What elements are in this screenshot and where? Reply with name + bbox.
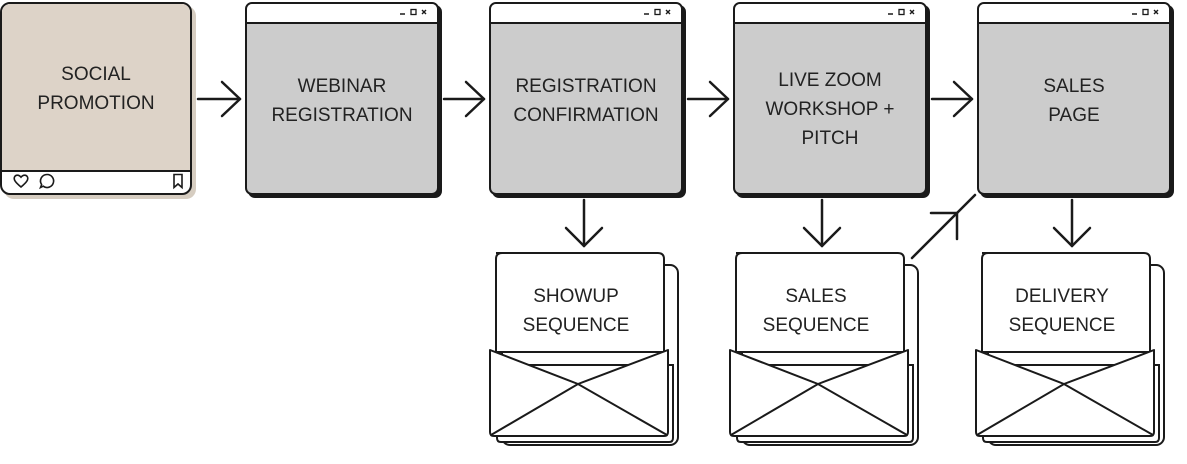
webinar-registration-label: WEBINAR REGISTRATION (247, 72, 437, 130)
arrow-sales-sequence-to-sales-page (910, 193, 977, 260)
live-zoom-workshop-window: LIVE ZOOM WORKSHOP + PITCH (733, 2, 927, 195)
showup-sequence-label: SHOWUP SEQUENCE (488, 282, 664, 340)
label-line: SEQUENCE (1008, 315, 1116, 336)
sales-page-window: SALES PAGE (977, 2, 1171, 195)
sales-sequence-label: SALES SEQUENCE (728, 282, 904, 340)
label-line: REGISTRATION (271, 105, 413, 126)
label-line: SALES (1043, 76, 1105, 97)
social-promotion-card: SOCIAL PROMOTION (0, 2, 192, 195)
label-line: SEQUENCE (522, 315, 630, 336)
window-controls-icon (1132, 8, 1159, 16)
window-titlebar (247, 4, 437, 24)
window-titlebar (491, 4, 681, 24)
comment-icon (39, 173, 55, 190)
window-titlebar (735, 4, 925, 24)
label-line: WEBINAR (297, 76, 387, 97)
arrow-social-to-webinar (196, 80, 242, 118)
window-controls-icon (644, 8, 671, 16)
label-line: DELIVERY (1015, 286, 1109, 307)
window-controls-icon (888, 8, 915, 16)
arrow-confirmation-to-zoom (686, 80, 730, 118)
showup-sequence-email: SHOWUP SEQUENCE (488, 252, 688, 452)
label-line: WORKSHOP + (765, 99, 895, 120)
webinar-registration-window: WEBINAR REGISTRATION (245, 2, 439, 195)
bookmark-icon (173, 173, 183, 190)
label-line: LIVE ZOOM (778, 70, 882, 91)
label-line: PROMOTION (37, 93, 155, 114)
label-line: PITCH (801, 128, 859, 149)
arrow-zoom-to-sales-page (930, 80, 974, 118)
sales-page-label: SALES PAGE (979, 72, 1169, 130)
label-line: SALES (785, 286, 847, 307)
label-line: REGISTRATION (515, 76, 657, 97)
arrow-zoom-to-sales-sequence (802, 198, 842, 248)
label-line: CONFIRMATION (513, 105, 659, 126)
registration-confirmation-label: REGISTRATION CONFIRMATION (491, 72, 681, 130)
window-titlebar (979, 4, 1169, 24)
heart-icon (13, 174, 29, 189)
arrow-sales-page-to-delivery (1052, 198, 1092, 248)
envelope-icon (729, 252, 919, 446)
social-promotion-label: SOCIAL PROMOTION (2, 60, 190, 118)
arrow-webinar-to-confirmation (442, 80, 486, 118)
live-zoom-workshop-label: LIVE ZOOM WORKSHOP + PITCH (735, 66, 925, 153)
registration-confirmation-window: REGISTRATION CONFIRMATION (489, 2, 683, 195)
label-line: SEQUENCE (762, 315, 870, 336)
envelope-icon (975, 252, 1165, 446)
delivery-sequence-label: DELIVERY SEQUENCE (974, 282, 1150, 340)
envelope-icon (489, 252, 679, 446)
label-line: SHOWUP (533, 286, 619, 307)
label-line: SOCIAL (61, 64, 131, 85)
arrow-confirmation-to-showup (564, 198, 604, 248)
post-image-area (2, 4, 190, 172)
label-line: PAGE (1048, 105, 1100, 126)
window-controls-icon (400, 8, 427, 16)
delivery-sequence-email: DELIVERY SEQUENCE (974, 252, 1174, 452)
sales-sequence-email: SALES SEQUENCE (728, 252, 928, 452)
